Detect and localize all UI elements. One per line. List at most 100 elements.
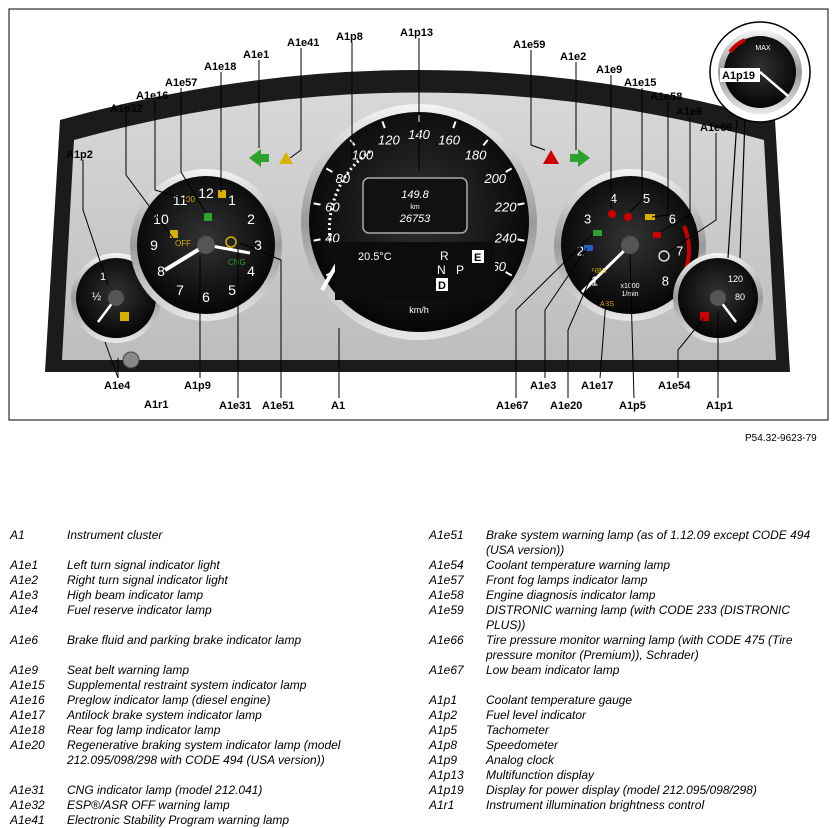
legend-code: A1p19	[429, 783, 464, 797]
legend-description: Fuel reserve indicator lamp	[67, 603, 212, 617]
cng-icon: CNG	[228, 258, 246, 267]
right-turn-signal-icon	[570, 149, 590, 167]
tach-numeral: 5	[643, 191, 650, 206]
display-lower	[335, 242, 495, 300]
legend-code: A1p5	[429, 723, 458, 737]
callout: A1e67	[496, 400, 528, 412]
callout: A1e20	[550, 400, 582, 412]
callout: A1p5	[619, 400, 646, 412]
tach-numeral: 6	[669, 211, 676, 226]
clock-numeral: 5	[228, 282, 236, 298]
brake-fluid-icon	[653, 232, 661, 238]
coolant-numeral: 120	[728, 274, 743, 284]
legend-code: A1e58	[429, 588, 464, 602]
legend-code: A1p13	[429, 768, 464, 782]
legend-code: A1e15	[10, 678, 45, 692]
clock-numeral: 6	[202, 289, 210, 305]
legend-description: Antilock brake system indicator lamp	[67, 708, 262, 722]
clock-numeral: 3	[254, 237, 262, 253]
callout: A1e17	[581, 380, 613, 392]
callout-labels: A1p2 A1e32 A1e16 A1e57 A1e18 A1e1 A1e41 …	[66, 27, 760, 412]
legend-description: ESP®/ASR OFF warning lamp	[67, 798, 230, 812]
legend-description: Tire pressure monitor warning lamp (with…	[486, 633, 793, 662]
clock-numeral: 12	[198, 185, 214, 201]
abs-icon: ABS	[600, 301, 614, 308]
legend-description: Low beam indicator lamp	[486, 663, 620, 677]
legend-description: Engine diagnosis indicator lamp	[486, 588, 656, 602]
callout: A1e59	[513, 39, 545, 51]
tach-numeral: 8	[662, 273, 669, 288]
display-unit: km	[410, 204, 420, 211]
engine-icon	[645, 214, 655, 220]
legend-code: A1e9	[10, 663, 39, 677]
speed-tick	[381, 121, 386, 129]
coolant-numeral: 80	[735, 292, 745, 302]
legend-code: A1p9	[429, 753, 458, 767]
clock-numeral: 7	[176, 282, 184, 298]
speed-tick	[482, 139, 489, 147]
power-needle	[759, 71, 789, 97]
speed-tick	[517, 238, 525, 242]
coolant-gauge: 120 80	[673, 253, 763, 343]
clock-numeral: 9	[150, 237, 158, 253]
display-temp: 20.5°C	[358, 251, 392, 263]
callout: A1e6	[676, 106, 702, 118]
callout: A1p1	[706, 400, 733, 412]
callout: A1e2	[560, 51, 586, 63]
callout: A1e54	[658, 380, 691, 392]
legend-description: Right turn signal indicator light	[67, 573, 228, 587]
figure-frame	[8, 8, 829, 421]
callout: A1e57	[165, 77, 197, 89]
legend-description: Brake fluid and parking brake indicator …	[67, 633, 302, 647]
callout: A1p2	[66, 149, 93, 161]
clock-numeral: 4	[247, 263, 255, 279]
leader-lines	[82, 38, 719, 399]
speed-tick-label: 160	[438, 132, 460, 147]
brightness-knob	[122, 351, 140, 369]
legend-code: A1e51	[429, 528, 464, 542]
speed-tick-label: 220	[494, 200, 517, 215]
speed-tick-label: 100	[352, 148, 374, 163]
callout: A1p13	[400, 27, 433, 39]
power-max-label: MAX	[755, 45, 771, 52]
legend-code: A1e6	[10, 633, 39, 647]
legend-description: Coolant temperature gauge	[486, 693, 633, 707]
legend-code: A1e1	[10, 558, 39, 572]
tach-numeral: 3	[584, 211, 591, 226]
callout: A1e66	[700, 122, 732, 134]
legend-description: Brake system warning lamp (as of 1.12.09…	[486, 528, 811, 557]
speed-tick-label: 80	[336, 171, 351, 186]
speed-tick	[517, 202, 525, 206]
gear-p: P	[456, 263, 464, 277]
legend-code: A1e57	[429, 573, 464, 587]
callout: A1e31	[219, 400, 251, 412]
legend-description: Tachometer	[486, 723, 549, 737]
preglow-icon	[170, 230, 178, 238]
legend-code: A1e66	[429, 633, 464, 647]
legend-code: A1e20	[10, 738, 45, 752]
clock-numeral: 10	[153, 211, 169, 227]
legend-code: A1r1	[429, 798, 455, 812]
legend-code: A1e16	[10, 693, 45, 707]
legend-description: High beam indicator lamp	[67, 588, 204, 602]
speed-tick	[505, 271, 513, 277]
legend-description: Electronic Stability Program warning lam…	[67, 813, 290, 827]
fuel-numeral: ½	[92, 291, 101, 303]
